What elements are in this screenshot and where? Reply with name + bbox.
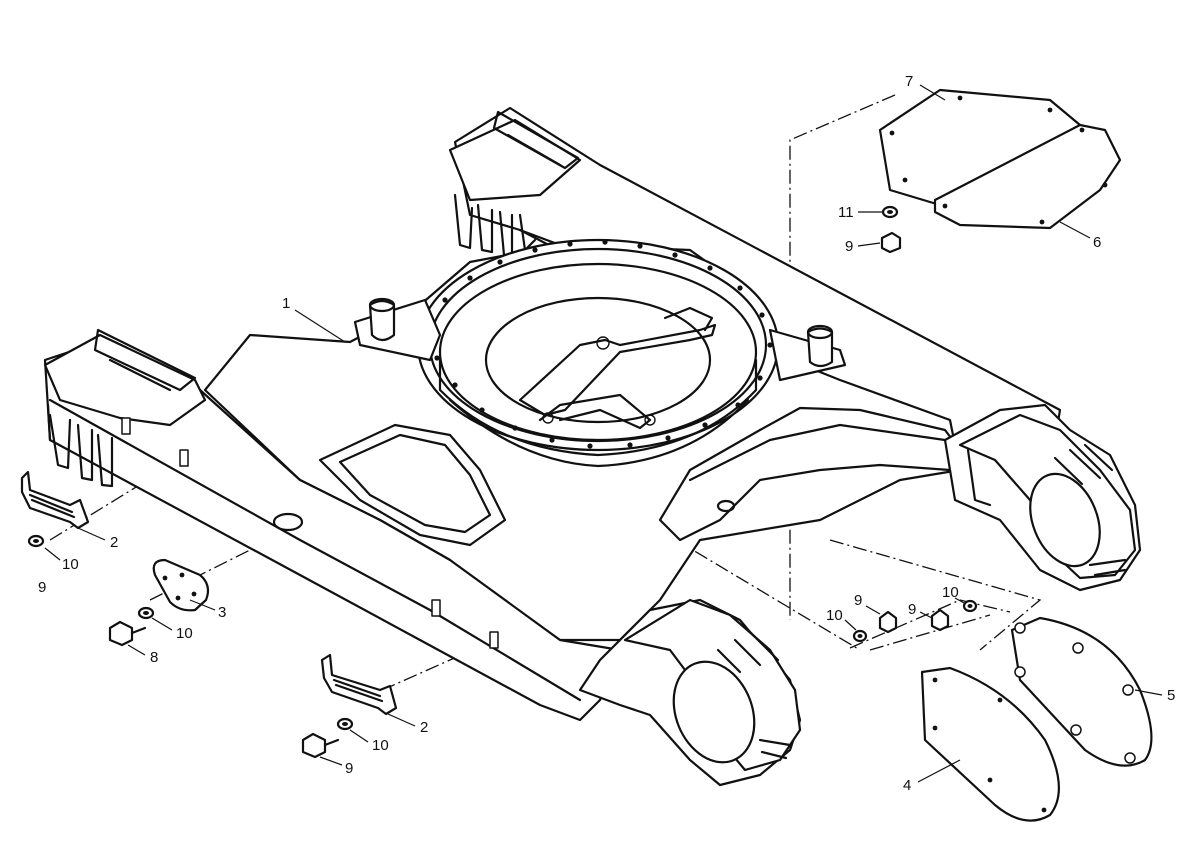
callout-10: 10 bbox=[372, 737, 389, 754]
callout-7: 7 bbox=[905, 73, 913, 90]
cover-plate-6 bbox=[933, 123, 1122, 230]
cover-plate-4 bbox=[920, 666, 1060, 822]
callout-2: 2 bbox=[420, 719, 428, 736]
callout-labels: 1 7 11 9 6 2 10 9 3 10 8 2 10 9 9 10 9 1… bbox=[38, 73, 1175, 794]
track-guard-bracket-lower bbox=[320, 653, 398, 716]
callout-3: 3 bbox=[218, 604, 226, 621]
callout-9: 9 bbox=[345, 760, 353, 777]
callout-9: 9 bbox=[38, 579, 46, 596]
callout-10: 10 bbox=[942, 584, 959, 601]
lower-frame bbox=[43, 106, 1142, 787]
fasteners bbox=[27, 205, 978, 759]
callout-10: 10 bbox=[62, 556, 79, 573]
callout-5: 5 bbox=[1167, 687, 1175, 704]
callout-9: 9 bbox=[845, 238, 853, 255]
ring-bolt-holes bbox=[427, 239, 773, 449]
callout-9: 9 bbox=[908, 601, 916, 618]
callout-4: 4 bbox=[903, 777, 911, 794]
callout-1: 1 bbox=[282, 295, 290, 312]
callout-10: 10 bbox=[826, 607, 843, 624]
callout-6: 6 bbox=[1093, 234, 1101, 251]
callout-11: 11 bbox=[838, 204, 854, 221]
track-guard-bracket-left bbox=[20, 470, 90, 530]
callout-9: 9 bbox=[854, 592, 862, 609]
cover-plate-3 bbox=[152, 558, 210, 612]
callout-2: 2 bbox=[110, 534, 118, 551]
callout-10: 10 bbox=[176, 625, 193, 642]
leader-lines bbox=[44, 84, 1163, 783]
callout-8: 8 bbox=[150, 649, 158, 666]
cover-plate-5 bbox=[1010, 616, 1153, 767]
